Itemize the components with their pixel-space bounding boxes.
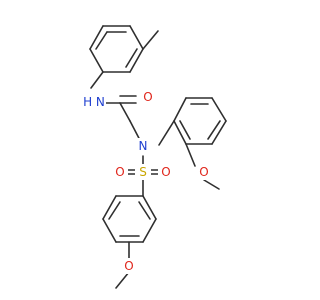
bond xyxy=(211,97,227,122)
bond xyxy=(129,48,144,73)
label-background xyxy=(121,258,137,274)
label-background xyxy=(112,164,128,180)
bond xyxy=(203,179,220,190)
bond-double-inner xyxy=(95,31,108,50)
bond-layer xyxy=(89,25,227,289)
bond xyxy=(142,195,157,220)
atom-label-carbonyl-o: O xyxy=(143,90,152,104)
molecule-structure: H N O N O O S O O xyxy=(82,25,227,289)
bond-double-inner xyxy=(138,201,151,220)
bond xyxy=(90,71,104,89)
atom-label-sulfur: S xyxy=(139,165,147,179)
atom-label-sulfonyl-o-right: O xyxy=(161,165,170,179)
bond xyxy=(102,195,117,220)
bond xyxy=(89,25,104,50)
label-background xyxy=(82,90,106,114)
right-sulfonyl-oxygen: O xyxy=(158,164,174,180)
lower-methoxy-oxygen: O xyxy=(121,258,137,274)
atom-label-n-center: N xyxy=(139,139,148,153)
left-sulfonyl-oxygen: O xyxy=(112,164,128,180)
bond-double-inner xyxy=(179,120,191,140)
atom-label-sulfonyl-o-left: O xyxy=(115,165,124,179)
bond xyxy=(185,143,196,167)
central-nitrogen: N xyxy=(135,138,151,154)
atom-label-layer: H N O N O O S O O xyxy=(82,90,212,274)
sulfur-atom: S xyxy=(135,164,151,180)
bond xyxy=(119,102,131,122)
bond xyxy=(89,48,104,73)
label-background xyxy=(196,164,212,180)
bond xyxy=(115,271,130,289)
label-background xyxy=(135,164,151,180)
carbonyl-oxygen: O xyxy=(141,90,155,104)
upper-methoxy-oxygen: O xyxy=(196,164,212,180)
bond-double-inner xyxy=(108,201,121,220)
atom-label-methoxy-o-upper: O xyxy=(199,165,208,179)
bond xyxy=(158,120,175,146)
bond xyxy=(142,218,157,243)
bond-double-inner xyxy=(125,48,138,68)
bond xyxy=(129,25,144,50)
bond xyxy=(211,120,227,145)
bond xyxy=(173,97,187,122)
bond xyxy=(142,30,159,50)
label-background xyxy=(135,138,151,154)
label-background xyxy=(158,164,174,180)
atom-label-methoxy-o-lower: O xyxy=(124,259,133,273)
bond xyxy=(102,218,117,243)
bond-double-inner xyxy=(207,120,221,140)
atom-label-nh: H N xyxy=(83,95,105,109)
nh-atom: H N xyxy=(82,90,106,114)
label-background xyxy=(141,90,155,104)
bond xyxy=(173,120,187,145)
